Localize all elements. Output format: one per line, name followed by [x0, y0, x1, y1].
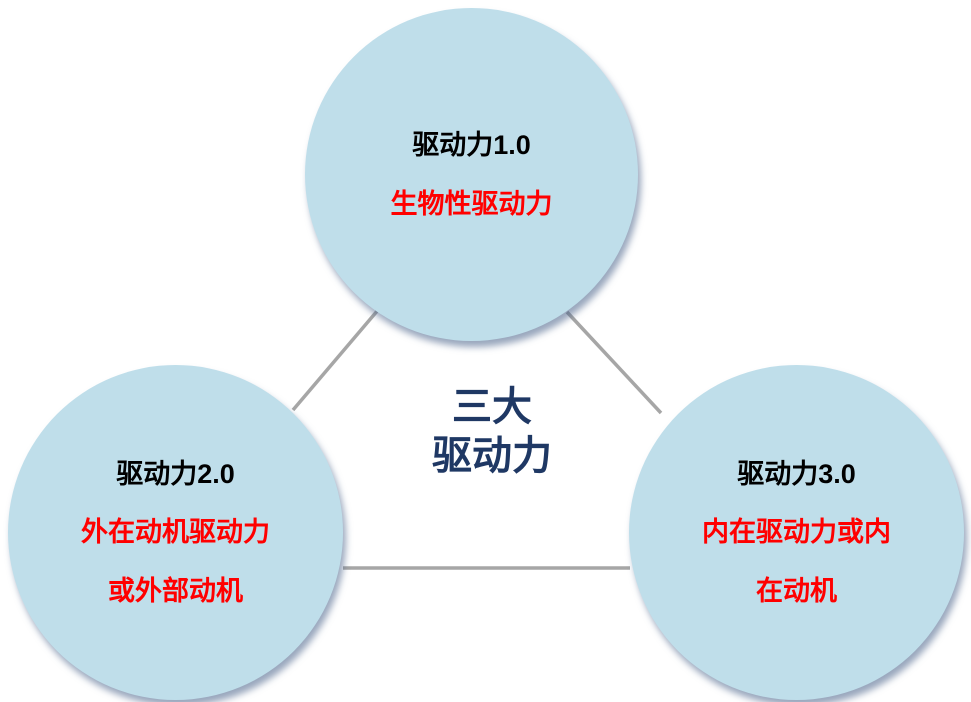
- center-title: 三大 驱动力: [382, 383, 602, 481]
- node-driving-force-1: 驱动力1.0 生物性驱动力: [305, 8, 638, 341]
- node-2-subtitle-line-1: 外在动机驱动力: [81, 517, 270, 548]
- node-3-subtitle-line-1: 内在驱动力或内: [702, 517, 891, 548]
- node-2-title: 驱动力2.0: [116, 458, 235, 489]
- node-driving-force-2: 驱动力2.0 外在动机驱动力 或外部动机: [8, 365, 343, 700]
- center-title-line-1: 三大: [452, 385, 532, 429]
- connector-top-left: [291, 308, 380, 412]
- connector-top-right: [565, 310, 663, 415]
- center-title-line-2: 驱动力: [432, 433, 552, 478]
- node-driving-force-3: 驱动力3.0 内在驱动力或内 在动机: [629, 365, 964, 700]
- node-2-subtitle-line-2: 或外部动机: [108, 575, 243, 606]
- node-3-subtitle-line-2: 在动机: [756, 575, 837, 606]
- node-1-title: 驱动力1.0: [412, 130, 531, 161]
- node-1-subtitle: 生物性驱动力: [391, 188, 553, 220]
- node-3-title: 驱动力3.0: [737, 458, 856, 489]
- node-1-subtitle-line-1: 生物性驱动力: [390, 188, 553, 219]
- node-3-subtitle: 内在驱动力或内 在动机: [702, 516, 891, 607]
- node-2-subtitle: 外在动机驱动力 或外部动机: [81, 516, 270, 607]
